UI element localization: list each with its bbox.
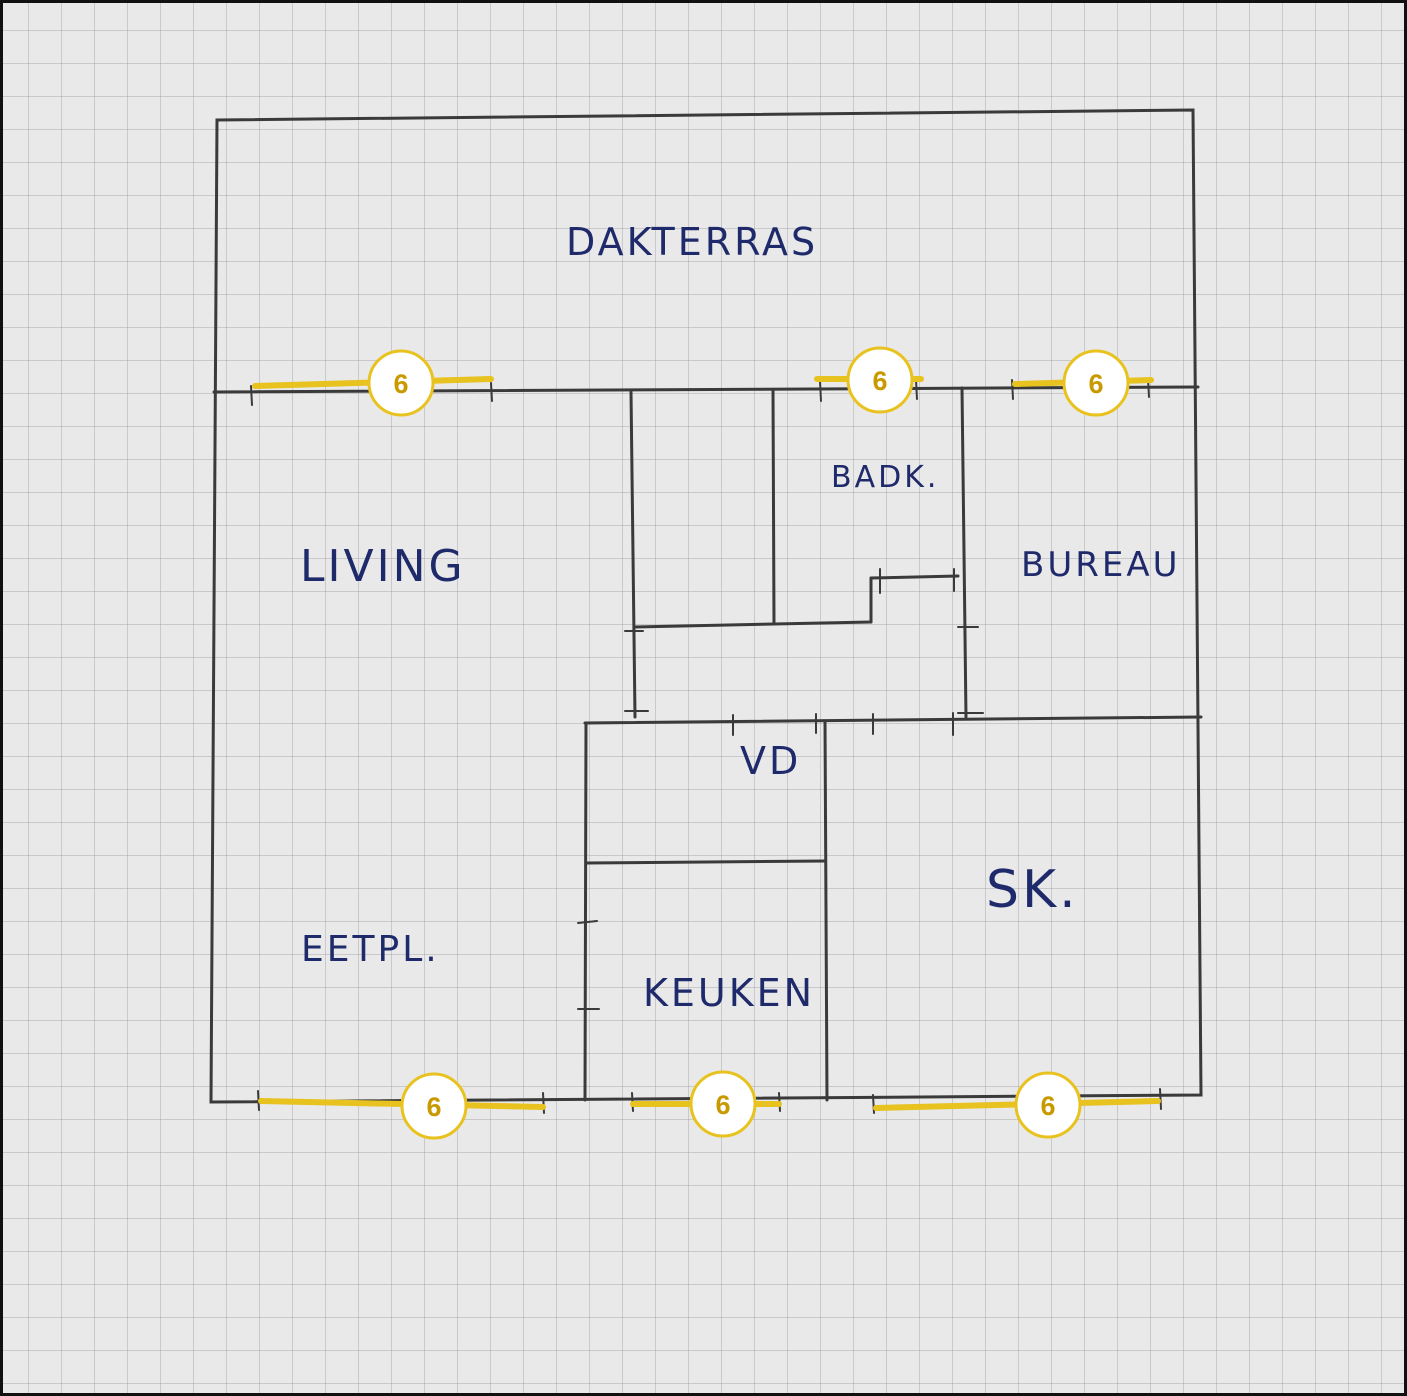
window-badge: 6: [400, 1072, 468, 1140]
badge-number: 6: [872, 366, 887, 396]
badge-number: 6: [393, 369, 408, 399]
wall-segment: [583, 721, 588, 1102]
badge-number: 6: [1040, 1091, 1055, 1121]
window-badge: 6: [689, 1070, 757, 1138]
wall-segment: [771, 388, 776, 626]
window-badge: 6: [367, 349, 435, 417]
room-label-living: LIVING: [300, 541, 466, 592]
room-label-eetpl: EETPL.: [301, 929, 440, 970]
room-label-dakterras: DAKTERRAS: [566, 220, 818, 264]
floor-plan: DAKTERRAS BADK. LIVING BUREAU VD SK. EET…: [209, 108, 1203, 1140]
window-badges: 6 6 6 6 6 6: [367, 346, 1130, 1140]
badge-number: 6: [426, 1092, 441, 1122]
room-labels: DAKTERRAS BADK. LIVING BUREAU VD SK. EET…: [300, 220, 1180, 1015]
outer-wall: [209, 108, 1203, 1104]
room-label-sk: SK.: [986, 860, 1079, 920]
room-label-badk: BADK.: [831, 460, 939, 495]
wall-segment: [584, 859, 827, 865]
wall-segment: [960, 386, 968, 719]
badge-number: 6: [1088, 369, 1103, 399]
wall-segment: [869, 574, 960, 580]
terrace-wall: [212, 385, 1200, 394]
wall-segment: [629, 390, 637, 719]
window-badge: 6: [1062, 349, 1130, 417]
window-badge: 6: [846, 346, 914, 414]
room-label-keuken: KEUKEN: [643, 971, 815, 1015]
badge-number: 6: [715, 1090, 730, 1120]
room-label-bureau: BUREAU: [1021, 545, 1180, 585]
wall-segment: [633, 620, 873, 629]
wall-segment: [823, 719, 829, 1102]
window-badge: 6: [1014, 1071, 1082, 1139]
wall-segment: [583, 715, 1203, 725]
room-label-vd: VD: [740, 739, 801, 783]
